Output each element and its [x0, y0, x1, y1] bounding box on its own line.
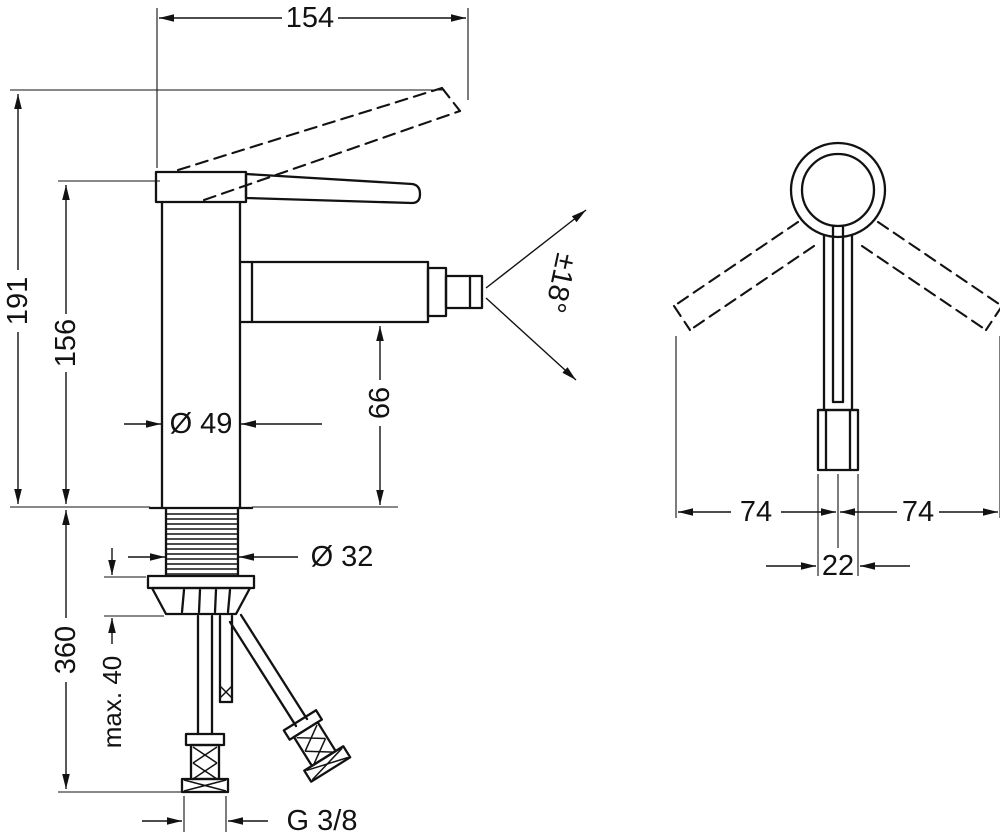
- faucet-body: [148, 170, 254, 510]
- dim-spout-width: 22: [766, 474, 910, 582]
- hose-connector-left-hatch: [183, 746, 227, 792]
- dim-total-height-label: 191: [2, 277, 34, 325]
- handle-position-left: [672, 220, 816, 332]
- dim-hose-length-label: 360: [50, 626, 82, 674]
- handle-position-right: [860, 220, 1000, 332]
- dim-max-mounting-label: max. 40: [97, 656, 127, 749]
- dim-handle-left: 74: [675, 336, 836, 528]
- dim-body-diameter-label: Ø 49: [170, 408, 233, 440]
- dim-handle-right: 74: [840, 336, 1000, 528]
- mounting-nut: [150, 586, 252, 616]
- dim-shank-diameter-label: Ø 32: [311, 541, 374, 573]
- dim-top-width: 154: [156, 2, 469, 168]
- dim-spout-to-base: 66: [364, 326, 396, 505]
- faucet-handle-raised: [176, 86, 462, 202]
- dim-spout-to-base-label: 66: [364, 387, 396, 419]
- extension-lines: [10, 89, 445, 793]
- dim-body-diameter: Ø 49: [124, 408, 322, 440]
- dim-thread: G 3/8: [142, 796, 357, 835]
- threaded-shank: [164, 506, 240, 578]
- dim-shank-diameter: Ø 32: [128, 541, 373, 573]
- hose-connector-right-hatch: [296, 724, 349, 781]
- dim-handle-left-label: 74: [740, 496, 772, 528]
- hose-connector-left: [180, 732, 230, 794]
- dim-total-height: 191: [2, 94, 34, 504]
- dim-body-height-label: 156: [50, 319, 82, 367]
- supply-hoses: [196, 613, 309, 736]
- side-view: 74 74 22: [672, 141, 1000, 582]
- side-body: [816, 225, 860, 412]
- shank-threads: [166, 513, 238, 575]
- dim-spout-width-label: 22: [822, 550, 854, 582]
- hose-connector-right: [282, 709, 352, 783]
- handle-knob: [789, 141, 887, 239]
- faucet-spout: [238, 260, 430, 324]
- dim-spout-angle: ±18°: [485, 209, 587, 381]
- dim-thread-label: G 3/8: [287, 805, 358, 835]
- aerator: [426, 266, 484, 318]
- dim-spout-angle-label: ±18°: [538, 250, 582, 315]
- side-spout: [816, 408, 860, 472]
- front-view: 154 191 156 360 max. 40: [2, 2, 587, 835]
- faucet-handle: [244, 172, 422, 205]
- mounting-flange: [146, 574, 256, 590]
- dim-hose-length: 360: [50, 510, 82, 789]
- dim-body-height: 156: [50, 185, 82, 504]
- dim-top-width-label: 154: [286, 2, 334, 34]
- rod-hatch: [219, 685, 233, 699]
- dim-max-mounting: max. 40: [97, 548, 164, 748]
- dim-handle-right-label: 74: [902, 496, 934, 528]
